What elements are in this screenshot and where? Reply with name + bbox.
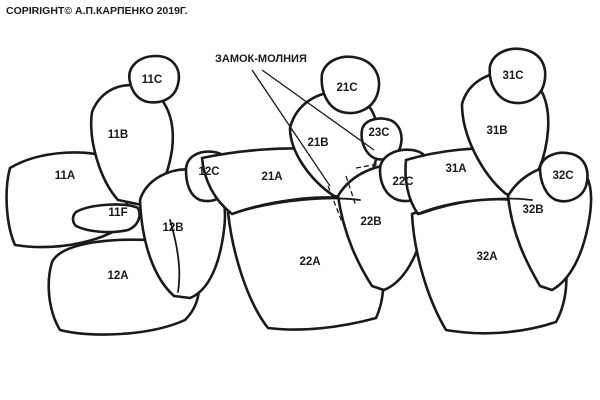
seam-31 [419,197,533,215]
headrest-21C [320,55,381,115]
label-21C: 21C [336,82,357,94]
label-21A: 21A [261,171,282,183]
copyright-text: COPIRIGHT© А.П.КАРПЕНКО 2019Г. [6,5,188,17]
label-32C: 32C [552,170,573,182]
label-23C: 23C [368,127,389,139]
seam-21 [237,197,361,213]
label-31A: 31A [445,163,466,175]
label-11B: 11B [108,129,128,141]
label-22A: 22A [299,256,320,268]
seat-group-3 [404,47,593,335]
seat-group-2 [200,55,433,331]
headrest-11C [128,54,181,104]
backrest-11B [89,83,175,207]
label-31C: 31C [502,70,523,82]
label-21B: 21B [307,137,328,149]
label-32B: 32B [522,204,543,216]
callout-pointer [251,69,375,187]
label-12A: 12A [107,270,128,282]
label-32A: 32A [476,251,497,263]
headrest-31C [488,47,547,105]
headrest-32C [538,151,589,203]
seat-group-1 [5,54,235,336]
label-11C: 11C [142,74,162,86]
label-11A: 11A [55,170,75,182]
label-12C: 12C [198,166,219,178]
label-11F: 11F [108,207,127,219]
label-22C: 22C [392,176,413,188]
headrest-23C [360,117,403,161]
zipper-line [327,163,379,223]
zipper-callout: ЗАМОК-МОЛНИЯ [215,53,307,65]
label-12B: 12B [162,222,183,234]
seam-12 [169,219,181,293]
label-31B: 31B [486,125,507,137]
label-22B: 22B [360,216,381,228]
armrest-11F [71,203,141,234]
